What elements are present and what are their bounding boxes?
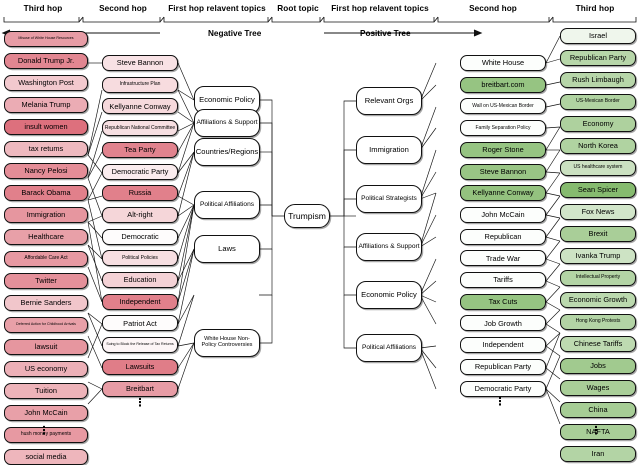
positive-third-hop-node[interactable]: Brexit xyxy=(560,226,636,242)
positive-first-hop-topic[interactable]: Political Affiliations xyxy=(356,334,422,362)
diagram-canvas: Third hop Second hop First hop relavent … xyxy=(1,4,637,465)
negative-second-hop-node[interactable]: Democratic xyxy=(102,228,178,245)
negative-second-hop-node[interactable]: Kellyanne Conway xyxy=(102,98,178,115)
negative-third-hop-node[interactable]: tax retums xyxy=(4,141,88,157)
positive-second-hop-node[interactable]: Tariffs xyxy=(460,272,546,288)
positive-third-hop-node[interactable]: Economic Growth xyxy=(560,292,636,308)
header-first-hop-right: First hop relavent topics xyxy=(331,4,429,13)
positive-tree-label: Positive Tree xyxy=(360,29,411,38)
positive-second-hop-node[interactable]: Wall on US-Mexican Border xyxy=(460,98,546,115)
negative-first-hop-topic[interactable]: Laws xyxy=(194,235,260,263)
negative-second-hop-continuation: ⋮ xyxy=(134,397,146,409)
positive-second-hop-node[interactable]: Tax Cuts xyxy=(460,293,546,310)
positive-second-hop-node[interactable]: Republican Party xyxy=(460,358,546,375)
header-root-topic: Root topic xyxy=(277,4,319,13)
positive-second-hop-node[interactable]: breitbart.com xyxy=(460,76,546,93)
negative-third-hop-continuation: ⋮ xyxy=(38,425,50,437)
negative-second-hop-node[interactable]: Patriot Act xyxy=(102,315,178,332)
positive-third-hop-node[interactable]: Economy xyxy=(560,116,636,132)
header-second-hop-left: Second hop xyxy=(99,4,147,13)
positive-second-hop-node[interactable]: Steve Bannon xyxy=(460,163,546,180)
positive-first-hop-topic[interactable]: Affiliations & Support xyxy=(356,233,422,261)
positive-third-hop-node[interactable]: Sean Spicer xyxy=(560,182,636,198)
positive-second-hop-node[interactable]: Kellyanne Conway xyxy=(460,185,546,202)
negative-second-hop-node[interactable]: Alt-right xyxy=(102,206,178,223)
negative-third-hop-node[interactable]: lawsuit xyxy=(4,339,88,355)
negative-second-hop-node[interactable]: Russia xyxy=(102,185,178,202)
positive-third-hop-node[interactable]: China xyxy=(560,402,636,418)
header-third-hop-right: Third hop xyxy=(575,4,615,13)
positive-third-hop-node[interactable]: Republican Party xyxy=(560,50,636,66)
negative-third-hop-node[interactable]: Melania Trump xyxy=(4,97,88,113)
negative-tree-label: Negative Tree xyxy=(208,29,262,38)
positive-third-hop-node[interactable]: Ivanka Trump xyxy=(560,248,636,264)
positive-third-hop-node[interactable]: North Korea xyxy=(560,138,636,154)
header-second-hop-right: Second hop xyxy=(469,4,517,13)
positive-third-hop-node[interactable]: Wages xyxy=(560,380,636,396)
negative-first-hop-topic[interactable]: White House Non-Policy Controversies xyxy=(194,329,260,357)
negative-third-hop-node[interactable]: Washington Post xyxy=(4,75,88,91)
positive-third-hop-node[interactable]: Fox News xyxy=(560,204,636,220)
positive-third-hop-node[interactable]: Jobs xyxy=(560,358,636,374)
positive-third-hop-continuation: ⋮ xyxy=(590,425,602,437)
positive-second-hop-node[interactable]: Job Growth xyxy=(460,315,546,332)
positive-second-hop-node[interactable]: White House xyxy=(460,55,546,71)
positive-third-hop-node[interactable]: Israel xyxy=(560,28,636,44)
negative-first-hop-topic[interactable]: Political Affiliations xyxy=(194,191,260,219)
negative-third-hop-node[interactable]: Nancy Pelosi xyxy=(4,163,88,179)
positive-third-hop-node[interactable]: Chinese Tariffs xyxy=(560,336,636,352)
positive-third-hop-node[interactable]: US-Mexican Border xyxy=(560,94,636,110)
positive-second-hop-node[interactable]: Democratic Party xyxy=(460,380,546,397)
positive-first-hop-topic[interactable]: Economic Policy xyxy=(356,281,422,309)
negative-second-hop-node[interactable]: Education xyxy=(102,272,178,288)
negative-second-hop-node[interactable]: Tea Party xyxy=(102,141,178,158)
positive-first-hop-topic[interactable]: Immigration xyxy=(356,136,422,164)
negative-third-hop-node[interactable]: Barack Obama xyxy=(4,185,88,201)
negative-second-hop-node[interactable]: Democratic Party xyxy=(102,163,178,180)
negative-second-hop-node[interactable]: Republican National Committee xyxy=(102,120,178,137)
positive-second-hop-node[interactable]: Trade War xyxy=(460,250,546,267)
positive-third-hop-node[interactable]: Hong Kong Protests xyxy=(560,314,636,330)
positive-first-hop-topic[interactable]: Political Strategists xyxy=(356,185,422,213)
root-topic-node[interactable]: Trumpism xyxy=(284,204,330,228)
negative-second-hop-node[interactable]: Political Policies xyxy=(102,250,178,267)
negative-third-hop-node[interactable]: John McCain xyxy=(4,405,88,421)
negative-second-hop-node[interactable]: Lawsuits xyxy=(102,358,178,375)
negative-second-hop-node[interactable]: Steve Bannon xyxy=(102,55,178,71)
negative-third-hop-node[interactable]: Tuition xyxy=(4,383,88,399)
negative-third-hop-node[interactable]: Immigration xyxy=(4,207,88,223)
negative-first-hop-topic[interactable]: Countries/Regions xyxy=(194,138,260,166)
positive-third-hop-node[interactable]: Rush Limbaugh xyxy=(560,72,636,88)
negative-third-hop-node[interactable]: Misuse of White House Resources xyxy=(4,31,88,47)
positive-second-hop-node[interactable]: Family Separation Policy xyxy=(460,120,546,137)
header-first-hop-left: First hop relavent topics xyxy=(168,4,266,13)
positive-first-hop-topic[interactable]: Relevant Orgs xyxy=(356,87,422,115)
negative-third-hop-node[interactable]: US economy xyxy=(4,361,88,377)
positive-second-hop-node[interactable]: Independent xyxy=(460,337,546,354)
header-third-hop-left: Third hop xyxy=(23,4,63,13)
negative-third-hop-node[interactable]: Donald Trump Jr. xyxy=(4,53,88,69)
positive-second-hop-node[interactable]: Republican xyxy=(460,228,546,245)
negative-third-hop-node[interactable]: Healthcare xyxy=(4,229,88,245)
negative-third-hop-node[interactable]: insult women xyxy=(4,119,88,135)
negative-third-hop-node[interactable]: Bernie Sanders xyxy=(4,295,88,311)
negative-second-hop-node[interactable]: Suing to Block the Release of Tax Return… xyxy=(102,337,178,354)
positive-second-hop-node[interactable]: Roger Stone xyxy=(460,141,546,158)
negative-third-hop-node[interactable]: Twitter xyxy=(4,273,88,289)
negative-third-hop-node[interactable]: Affordable Care Act xyxy=(4,251,88,267)
negative-second-hop-node[interactable]: Independent xyxy=(102,293,178,310)
negative-second-hop-node[interactable]: Infrastructure Plan xyxy=(102,76,178,93)
positive-second-hop-node[interactable]: John McCain xyxy=(460,206,546,223)
negative-first-hop-topic[interactable]: Affiliations & Support xyxy=(194,109,260,137)
positive-third-hop-node[interactable]: Intellectual Property xyxy=(560,270,636,286)
negative-third-hop-node[interactable]: social media xyxy=(4,449,88,465)
negative-second-hop-node[interactable]: Breitbart xyxy=(102,380,178,397)
positive-third-hop-node[interactable]: US healthcare system xyxy=(560,160,636,176)
positive-second-hop-continuation: ⋮ xyxy=(494,396,506,408)
negative-third-hop-node[interactable]: Deferred Action for Childhood Arrivals xyxy=(4,317,88,333)
positive-third-hop-node[interactable]: Iran xyxy=(560,446,636,462)
